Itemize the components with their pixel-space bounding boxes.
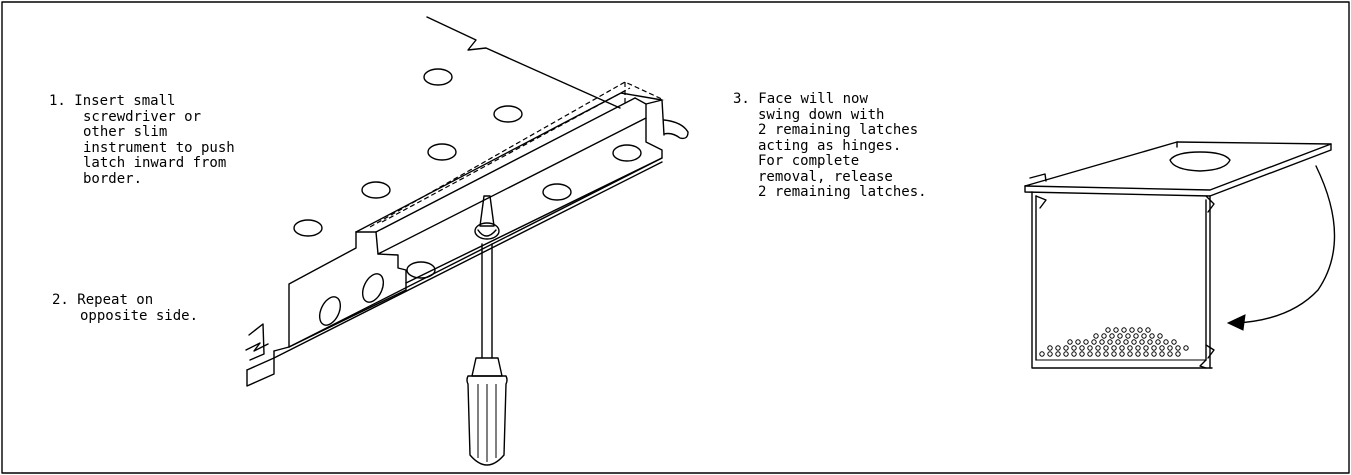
perforation-dot xyxy=(1101,333,1107,339)
step-line: other slim xyxy=(83,124,168,140)
perforation-dot xyxy=(1167,351,1173,357)
step-number: 2. xyxy=(52,292,69,308)
latch-border-frame xyxy=(245,81,689,387)
perforation-dot xyxy=(1143,345,1149,351)
perforation-dot xyxy=(1155,339,1161,345)
step-line: Repeat on xyxy=(77,292,154,308)
perforation-dot xyxy=(1111,345,1117,351)
perforation-dot xyxy=(1133,333,1139,339)
step-line: For complete xyxy=(758,153,860,169)
step-number: 3. xyxy=(733,91,750,107)
perforation-dot xyxy=(1055,351,1061,357)
perforation-dot xyxy=(1119,345,1125,351)
perforation-dot xyxy=(1119,351,1125,357)
perforation-dot xyxy=(1103,351,1109,357)
perforation-dot xyxy=(1111,351,1117,357)
open-face-panel xyxy=(1024,141,1336,369)
perforation-dot xyxy=(1063,345,1069,351)
perforation-dot xyxy=(1171,339,1177,345)
perforation-dot xyxy=(1087,345,1093,351)
perforation-dot xyxy=(1159,351,1165,357)
perforation-dot xyxy=(1115,339,1121,345)
step-line: opposite side. xyxy=(80,307,199,324)
screwdriver xyxy=(466,195,508,466)
step-1-text: 1. Insert small screwdriver or other sli… xyxy=(49,93,235,187)
step-line: screwdriver or xyxy=(83,108,202,125)
grille-panel xyxy=(293,16,642,279)
step-line: removal, release xyxy=(758,168,893,185)
perforation-dot xyxy=(1067,339,1073,345)
perforation-dot xyxy=(1109,333,1115,339)
perforation-dot xyxy=(1125,333,1131,339)
perforation-dot xyxy=(1157,333,1163,339)
step-3-text: 3. Face will now swing down with 2 remai… xyxy=(733,91,927,201)
perforation-dot xyxy=(1151,345,1157,351)
step-line: border. xyxy=(83,170,143,187)
step-line: Face will now xyxy=(758,91,868,107)
perforation-dot xyxy=(1159,345,1165,351)
perforation-dot xyxy=(1167,345,1173,351)
perforation-dot xyxy=(1063,351,1069,357)
perforation-dot xyxy=(1163,339,1169,345)
perforation-dot xyxy=(1095,345,1101,351)
step-line: 2 remaining latches xyxy=(758,122,919,138)
perforation-dot xyxy=(1087,351,1093,357)
perforation-dot xyxy=(1175,345,1181,351)
perforation-dot xyxy=(1105,327,1111,333)
perforation-dot xyxy=(1127,345,1133,351)
step-2-text: 2. Repeat on opposite side. xyxy=(52,292,199,324)
perforation-dot xyxy=(1071,345,1077,351)
step-line: acting as hinges. xyxy=(758,137,902,154)
perforation-dot xyxy=(1147,339,1153,345)
perforation-dot xyxy=(1151,351,1157,357)
step-line: latch inward from xyxy=(83,155,227,171)
perforation-dot xyxy=(1131,339,1137,345)
perforation-dot xyxy=(1079,345,1085,351)
perforation-dot xyxy=(1141,333,1147,339)
perforation-dot xyxy=(1143,351,1149,357)
perforation-dot xyxy=(1039,351,1045,357)
perforation-dot xyxy=(1047,345,1053,351)
perforation-dot xyxy=(1047,351,1053,357)
perforation-dot xyxy=(1123,339,1129,345)
perforation-dot xyxy=(1083,339,1089,345)
perforation-dot xyxy=(1137,327,1143,333)
perforation-dot xyxy=(1103,345,1109,351)
perforation-dot xyxy=(1055,345,1061,351)
perforation-dot xyxy=(1149,333,1155,339)
perforation-dot xyxy=(1127,351,1133,357)
perforation-dot xyxy=(1129,327,1135,333)
perforation-dot xyxy=(1139,339,1145,345)
perforation-dot xyxy=(1091,339,1097,345)
step-line: swing down with xyxy=(758,106,885,123)
perforation-dot xyxy=(1095,351,1101,357)
perforation-dot xyxy=(1093,333,1099,339)
perforation-dot xyxy=(1117,333,1123,339)
perforation-dot xyxy=(1107,339,1113,345)
perforation-dot xyxy=(1145,327,1151,333)
perforation-dot xyxy=(1121,327,1127,333)
perforation-dot xyxy=(1135,351,1141,357)
perforation-dot xyxy=(1099,339,1105,345)
step-line: Insert small xyxy=(74,93,176,109)
perforation-dot xyxy=(1075,339,1081,345)
perforation-dot xyxy=(1071,351,1077,357)
perforation-dot xyxy=(1113,327,1119,333)
step-number: 1. xyxy=(49,93,66,109)
perforation-dot xyxy=(1135,345,1141,351)
step-line: instrument to push xyxy=(83,139,235,156)
perforation-dot xyxy=(1175,351,1181,357)
perforation-dots xyxy=(1039,327,1189,357)
step-line: 2 remaining latches. xyxy=(758,184,927,200)
perforation-dot xyxy=(1079,351,1085,357)
perforation-dot xyxy=(1183,345,1189,351)
